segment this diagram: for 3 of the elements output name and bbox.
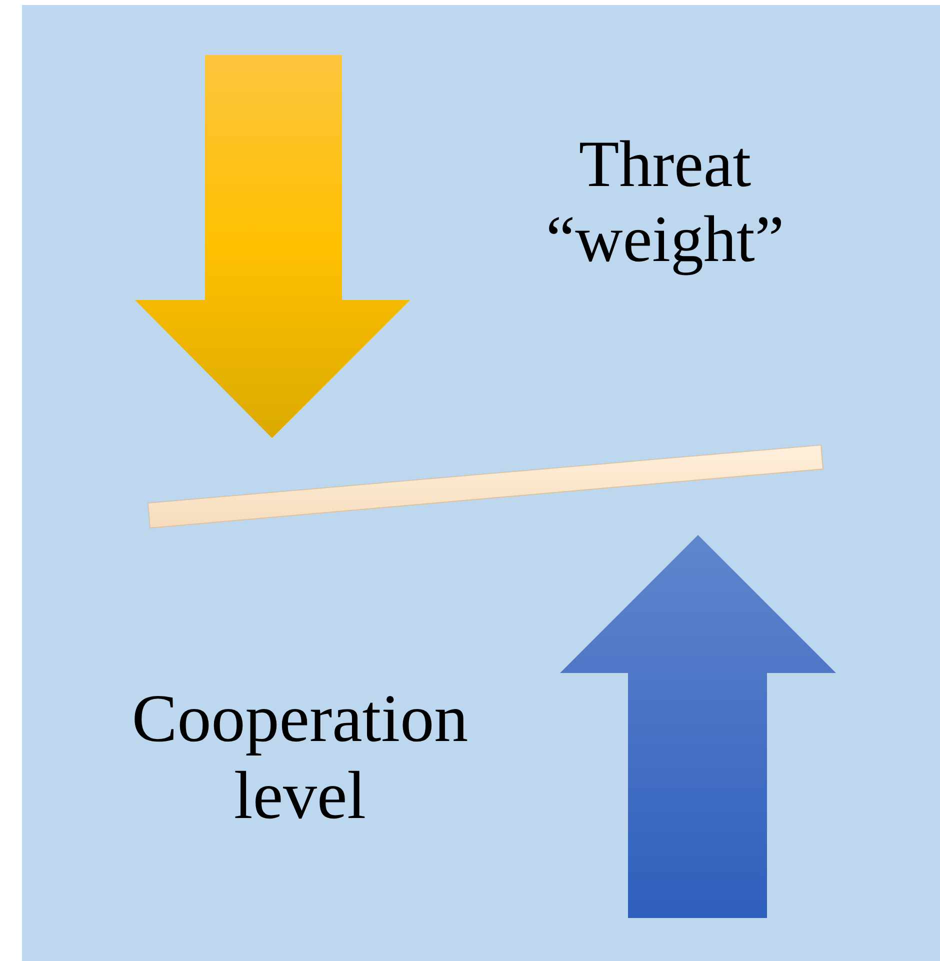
caption-text: Threat “weight” [544, 128, 786, 278]
caption-text: Cooperation level [130, 680, 470, 834]
balance-beam [147, 444, 824, 529]
